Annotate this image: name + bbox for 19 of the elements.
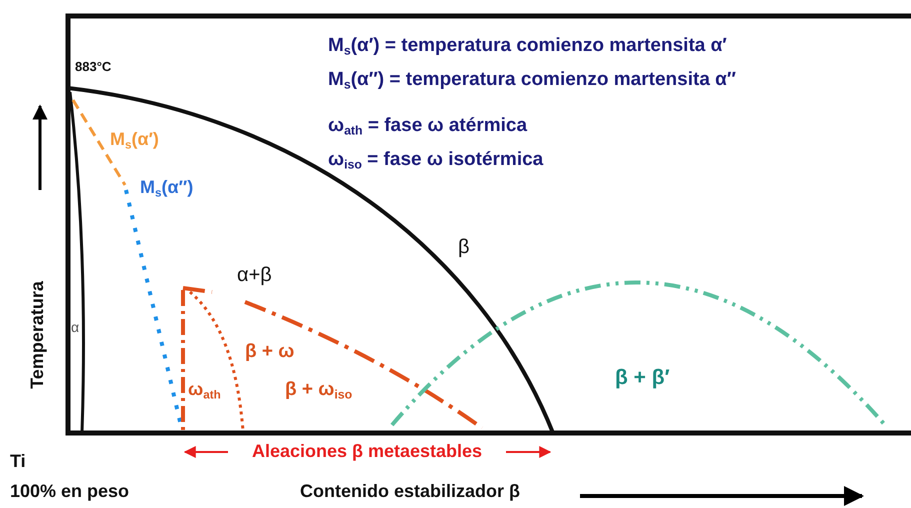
temperature-value: 883°C — [75, 60, 112, 74]
definition-text: M$_{s}$(α′) = temperatura comienzo martensita α′ — [328, 36, 727, 58]
curve-label: M$_{s}$(α″) — [140, 178, 194, 200]
definition-text: M$_{s}$(α″) = temperatura comienzo martensita α″ — [328, 70, 736, 92]
phase-label: β + β′ — [615, 366, 670, 390]
axis-title: Temperatura — [28, 281, 48, 389]
composition-label: 100% en peso — [10, 482, 130, 502]
phase-label: α — [71, 320, 80, 336]
phase-label: ω$_{ath}$ — [188, 380, 221, 402]
definition-text: ω$_{iso}$ = fase ω isotérmica — [328, 150, 544, 172]
definition-text: ω$_{ath}$ = fase ω atérmica — [328, 116, 528, 138]
curve-label: M$_{s}$(α′) — [110, 130, 159, 152]
phase-label: α+β — [237, 264, 272, 286]
range-label: Aleaciones β metaestables — [250, 442, 484, 462]
phase-label: β + ω$_{iso}$ — [285, 380, 352, 402]
phase-label: β — [458, 236, 470, 258]
axis-title: Contenido estabilizador β — [300, 482, 520, 502]
element-label: Ti — [10, 452, 26, 472]
phase-label: β + ω — [245, 342, 294, 363]
